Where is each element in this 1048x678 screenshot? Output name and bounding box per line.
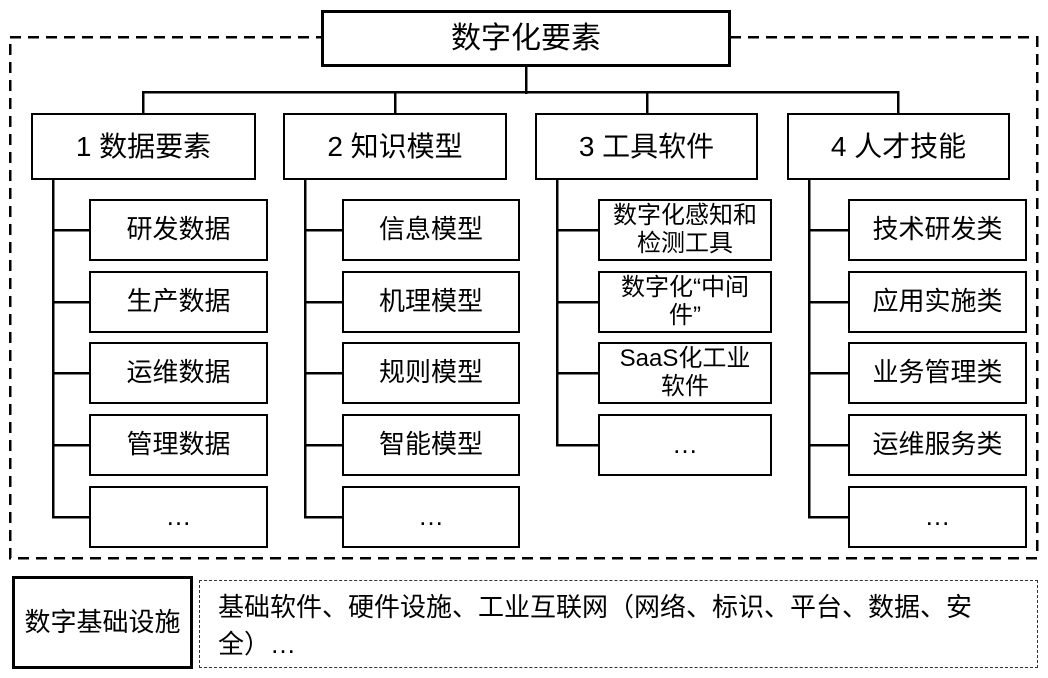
infrastructure-description-box: 基础软件、硬件设施、工业互联网（网络、标识、平台、数据、安全）…	[199, 580, 1038, 668]
root-node: 数字化要素	[321, 10, 731, 67]
branch-header-knowledge-models: 2 知识模型	[283, 113, 507, 180]
leaf-production-data: 生产数据	[89, 271, 268, 333]
leaf-tech-rd: 技术研发类	[848, 199, 1027, 261]
leaf-rd-data: 研发数据	[89, 199, 268, 261]
leaf-om-data: 运维数据	[89, 342, 268, 404]
branch-header-talent-skills: 4 人才技能	[787, 113, 1010, 180]
leaf-intelligent-model: 智能模型	[342, 414, 520, 476]
leaf-info-model: 信息模型	[342, 199, 520, 261]
leaf-sensing-tools: 数字化感知和 检测工具	[598, 199, 772, 261]
branch-header-data-elements: 1 数据要素	[31, 113, 256, 180]
leaf-middleware: 数字化“中间 件”	[598, 271, 772, 333]
leaf-saas-software: SaaS化工业 软件	[598, 342, 772, 404]
leaf-business-mgmt: 业务管理类	[848, 342, 1027, 404]
leaf-tool-more: …	[598, 414, 772, 476]
leaf-management-data: 管理数据	[89, 414, 268, 476]
leaf-talent-more: …	[848, 486, 1027, 548]
leaf-model-more: …	[342, 486, 520, 548]
branch-header-tool-software: 3 工具软件	[535, 113, 758, 180]
infrastructure-label-box: 数字基础设施	[12, 576, 193, 669]
leaf-mechanism-model: 机理模型	[342, 271, 520, 333]
leaf-data-more: …	[89, 486, 268, 548]
leaf-rule-model: 规则模型	[342, 342, 520, 404]
leaf-om-service: 运维服务类	[848, 414, 1027, 476]
leaf-app-implementation: 应用实施类	[848, 271, 1027, 333]
